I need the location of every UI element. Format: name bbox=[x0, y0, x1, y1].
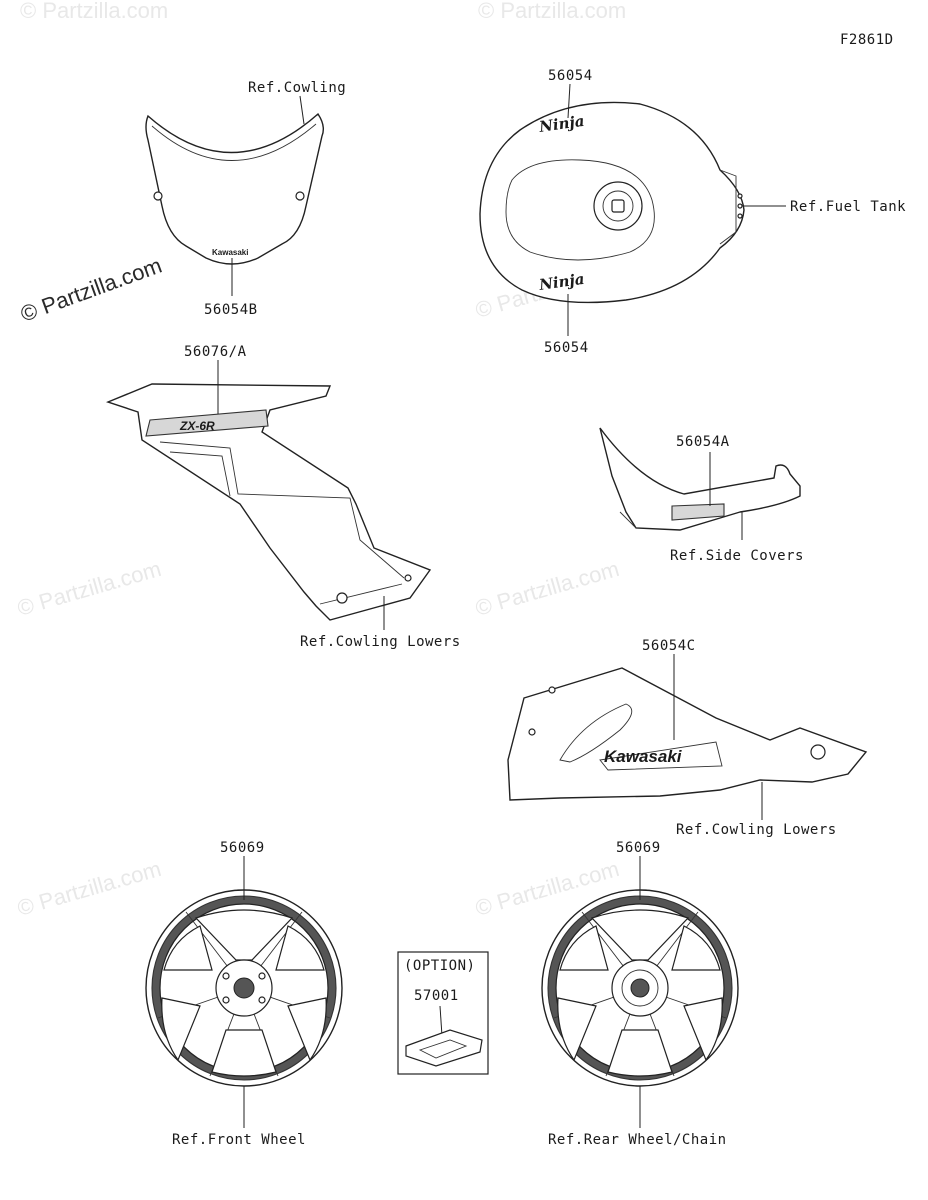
lower-cowling bbox=[507, 667, 868, 801]
watermark-main: © Partzilla.com bbox=[17, 253, 165, 327]
front-wheel-spokes bbox=[157, 909, 331, 1077]
front-wheel-ref-label: Ref.Front Wheel bbox=[172, 1132, 306, 1148]
option-part-number: 57001 bbox=[414, 988, 459, 1004]
tank-ref-label: Ref.Fuel Tank bbox=[790, 199, 906, 215]
tank-part-number-top: 56054 bbox=[548, 68, 593, 84]
rear-wheel-spokes bbox=[553, 909, 727, 1077]
option-group: (OPTION) 57001 bbox=[397, 951, 489, 1075]
lower-cowl-part-number: 56054C bbox=[642, 638, 696, 654]
windshield-part-number: 56054B bbox=[204, 302, 258, 318]
side-cover-decal bbox=[671, 503, 725, 521]
figure-code: F2861D bbox=[840, 32, 894, 48]
windshield-ref-label: Ref.Cowling bbox=[248, 80, 346, 96]
fuel-tank-group: Ninja Ninja 56054 56054 Ref.Fuel Tank bbox=[479, 68, 906, 356]
bolt-hole bbox=[153, 191, 163, 201]
watermark-faint: © Partzilla.com bbox=[14, 556, 163, 621]
option-title: (OPTION) bbox=[404, 958, 475, 974]
zx-decal-text: ZX-6R bbox=[179, 419, 215, 433]
rear-wheel-group: 56069 Ref.Rear Wheel/Chain bbox=[541, 840, 739, 1148]
side-cowling-group: ZX-6R 56076/A Ref.Cowling Lowers bbox=[105, 344, 461, 650]
windshield-group: Kawasaki Ref.Cowling 56054B bbox=[145, 80, 346, 318]
bolt-hole bbox=[295, 191, 305, 201]
side-cover bbox=[599, 427, 801, 531]
tank-part-number-bottom: 56054 bbox=[544, 340, 589, 356]
side-cowl-ref-label: Ref.Cowling Lowers bbox=[300, 634, 461, 650]
watermark-faint: © Partzilla.com bbox=[472, 556, 621, 621]
front-wheel-part-number: 56069 bbox=[220, 840, 265, 856]
lower-cowl-decal-text: Kawasaki bbox=[604, 747, 683, 766]
side-cover-group: 56054A Ref.Side Covers bbox=[599, 427, 804, 564]
front-wheel-group: 56069 Ref.Front Wheel bbox=[145, 840, 343, 1148]
windshield-decal-text: Kawasaki bbox=[212, 248, 248, 257]
watermark-faint: © Partzilla.com bbox=[14, 856, 163, 921]
rear-wheel-part-number: 56069 bbox=[616, 840, 661, 856]
windshield bbox=[145, 112, 325, 265]
decal-tool bbox=[405, 1029, 483, 1067]
zx-decal bbox=[145, 409, 269, 437]
watermark-faint: © Partzilla.com bbox=[20, 0, 168, 23]
lower-cowl-ref-label: Ref.Cowling Lowers bbox=[676, 822, 837, 838]
side-cover-part-number: 56054A bbox=[676, 434, 730, 450]
side-cover-ref-label: Ref.Side Covers bbox=[670, 548, 804, 564]
watermark-faint: © Partzilla.com bbox=[478, 0, 626, 23]
side-cowl-part-number: 56076/A bbox=[184, 344, 247, 360]
side-cowling bbox=[105, 383, 432, 621]
lower-cowling-group: Kawasaki 56054C Ref.Cowling Lowers bbox=[507, 638, 868, 838]
rear-wheel-ref-label: Ref.Rear Wheel/Chain bbox=[548, 1132, 727, 1148]
